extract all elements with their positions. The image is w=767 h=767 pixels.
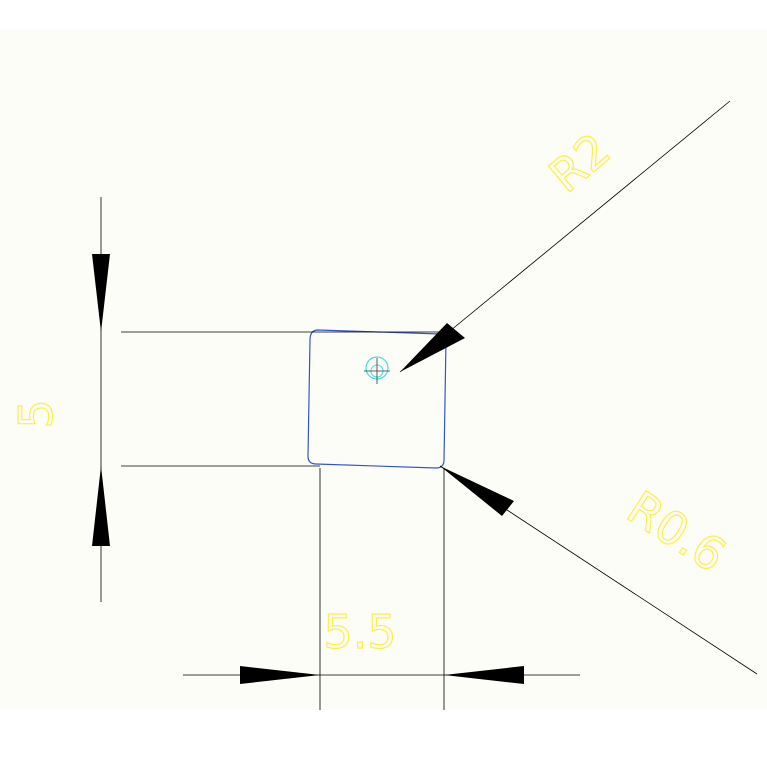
- arrowhead-icon: [92, 254, 110, 332]
- dimension-text-horizontal: 5.5: [323, 605, 396, 659]
- arrowhead-icon: [440, 466, 514, 516]
- arrowhead-icon: [240, 666, 320, 684]
- arrowhead-icon: [400, 323, 465, 372]
- leader-line-upper: [399, 100, 731, 373]
- center-mark-icon: [364, 358, 390, 384]
- dimension-text-vertical: 5: [9, 399, 63, 428]
- arrowhead-icon: [444, 666, 524, 684]
- dimension-horizontal-bottom[interactable]: 5.5: [183, 468, 580, 710]
- arrowhead-icon: [92, 466, 110, 546]
- dimension-vertical-left[interactable]: 5: [8, 197, 446, 602]
